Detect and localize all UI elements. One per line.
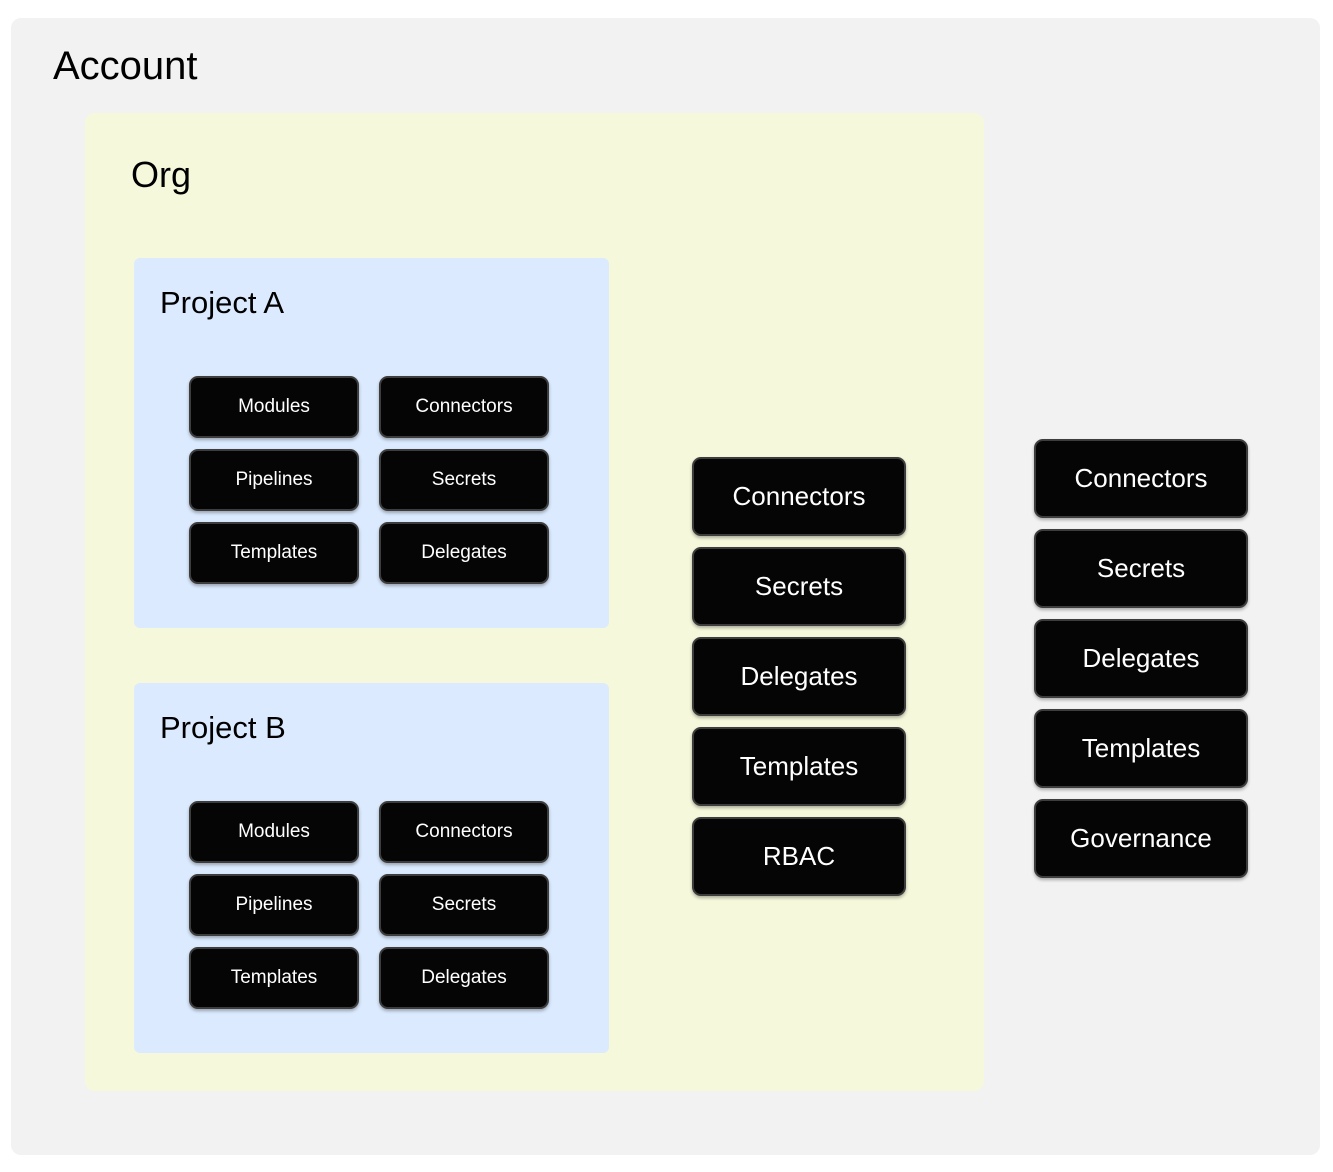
project-a-container: Project A Modules Connectors Pipelines S… bbox=[134, 258, 609, 628]
project-b-tile-pipelines[interactable]: Pipelines bbox=[189, 874, 359, 936]
account-tile-governance[interactable]: Governance bbox=[1034, 799, 1248, 878]
project-b-tile-templates[interactable]: Templates bbox=[189, 947, 359, 1009]
project-b-resource-grid: Modules Connectors Pipelines Secrets Tem… bbox=[189, 801, 549, 1009]
org-title: Org bbox=[131, 154, 192, 195]
project-b-container: Project B Modules Connectors Pipelines S… bbox=[134, 683, 609, 1053]
project-b-tile-connectors[interactable]: Connectors bbox=[379, 801, 549, 863]
org-tile-delegates[interactable]: Delegates bbox=[692, 637, 906, 716]
project-a-tile-connectors[interactable]: Connectors bbox=[379, 376, 549, 438]
org-tile-secrets[interactable]: Secrets bbox=[692, 547, 906, 626]
project-b-tile-delegates[interactable]: Delegates bbox=[379, 947, 549, 1009]
account-tile-secrets[interactable]: Secrets bbox=[1034, 529, 1248, 608]
project-b-tile-modules[interactable]: Modules bbox=[189, 801, 359, 863]
org-tile-templates[interactable]: Templates bbox=[692, 727, 906, 806]
account-scope-container: Account Org Project A Modules Connectors… bbox=[11, 18, 1320, 1155]
org-scope-container: Org Project A Modules Connectors Pipelin… bbox=[85, 113, 984, 1091]
org-tile-rbac[interactable]: RBAC bbox=[692, 817, 906, 896]
org-resource-column: Connectors Secrets Delegates Templates R… bbox=[692, 457, 906, 896]
account-title: Account bbox=[53, 44, 198, 88]
account-tile-connectors[interactable]: Connectors bbox=[1034, 439, 1248, 518]
project-a-tile-secrets[interactable]: Secrets bbox=[379, 449, 549, 511]
project-b-title: Project B bbox=[160, 710, 286, 745]
project-b-tile-secrets[interactable]: Secrets bbox=[379, 874, 549, 936]
project-a-resource-grid: Modules Connectors Pipelines Secrets Tem… bbox=[189, 376, 549, 584]
project-a-tile-delegates[interactable]: Delegates bbox=[379, 522, 549, 584]
account-tile-templates[interactable]: Templates bbox=[1034, 709, 1248, 788]
org-tile-connectors[interactable]: Connectors bbox=[692, 457, 906, 536]
account-tile-delegates[interactable]: Delegates bbox=[1034, 619, 1248, 698]
account-resource-column: Connectors Secrets Delegates Templates G… bbox=[1034, 439, 1248, 878]
project-a-tile-pipelines[interactable]: Pipelines bbox=[189, 449, 359, 511]
project-a-tile-templates[interactable]: Templates bbox=[189, 522, 359, 584]
project-a-tile-modules[interactable]: Modules bbox=[189, 376, 359, 438]
project-a-title: Project A bbox=[160, 285, 285, 320]
